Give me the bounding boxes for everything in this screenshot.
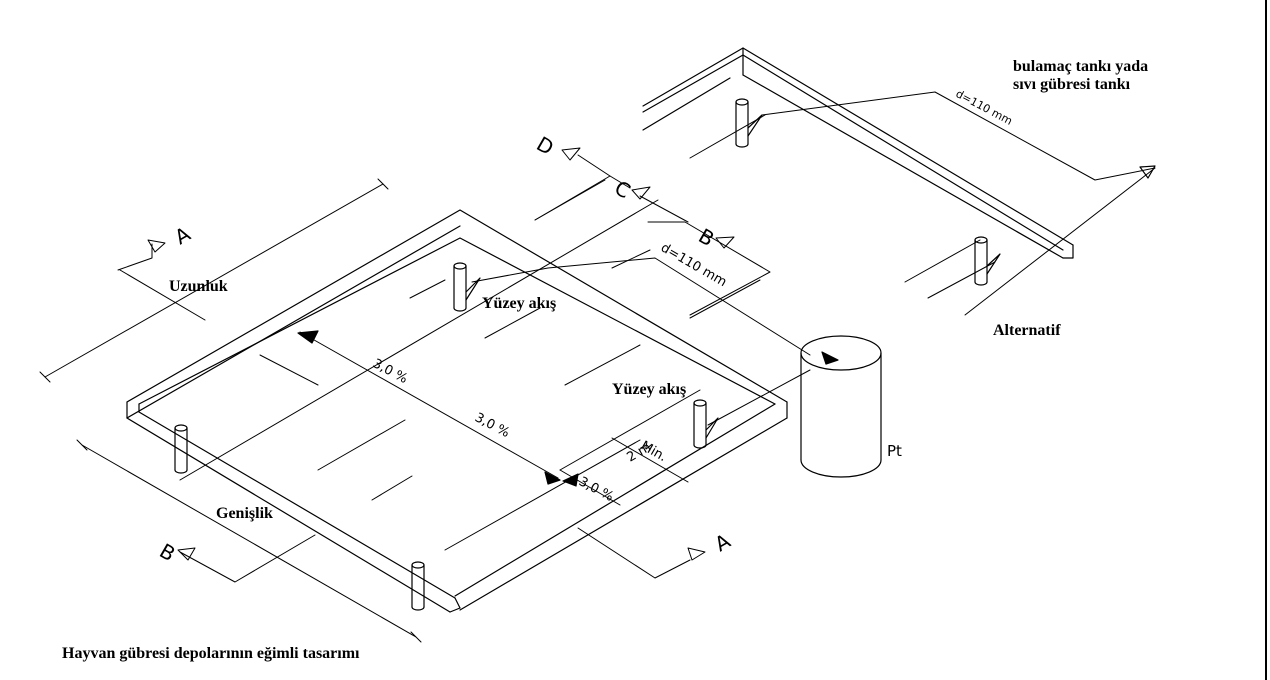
section-d-marker — [561, 147, 611, 177]
section-c-marker — [534, 175, 689, 223]
section-a-bottom-marker — [577, 527, 706, 579]
section-a-bottom-letter: A — [711, 529, 735, 557]
slope-arrow-top — [297, 330, 319, 344]
slope-arrow-mid — [544, 471, 561, 485]
section-c-letter: C — [611, 176, 635, 204]
tank-title-line2: sıvı gübresi tankı — [1013, 76, 1131, 94]
main-slab-walls — [126, 209, 788, 613]
section-d-letter: D — [533, 132, 558, 160]
alternative-drain-top — [735, 98, 763, 148]
main-pipe-line — [471, 257, 811, 426]
surface-flow-label-1: Yüzey akış — [482, 295, 557, 312]
section-b-right-marker — [647, 221, 771, 316]
pit-arrow — [821, 351, 839, 365]
pit-label: Pt — [887, 442, 902, 460]
dimension-width — [76, 439, 422, 643]
width-label: Genişlik — [216, 505, 273, 522]
section-b-right-letter: B — [695, 224, 719, 252]
alternative-hatch — [689, 114, 1156, 316]
section-a-top-marker — [117, 239, 166, 271]
frame-border — [1265, 0, 1267, 680]
figure-caption: Hayvan gübresi depolarının eğimli tasarı… — [62, 645, 360, 662]
section-a-top-letter: A — [171, 222, 195, 250]
alternative-arrow — [1139, 165, 1156, 179]
tank-title-line1: bulamaç tankı yada — [1013, 58, 1149, 75]
drain-post-bottom — [411, 561, 425, 611]
slope-label-1: 3,0 % — [370, 356, 410, 387]
drain-post-top — [453, 262, 481, 312]
slope-label-3: 3,0 % — [576, 474, 616, 505]
pipe-label-main: d=110 mm — [658, 240, 729, 290]
surface-flow-label-2: Yüzey akış — [612, 381, 687, 398]
drain-post-left — [174, 424, 188, 474]
slope-label-2: 3,0 % — [472, 410, 512, 441]
length-label: Uzunluk — [169, 278, 228, 295]
drain-post-right — [693, 399, 719, 449]
section-b-left-letter: B — [156, 539, 180, 567]
alternative-drain-bottom — [974, 236, 1001, 286]
alternative-pipe-line — [761, 91, 1156, 181]
alternative-slab — [642, 47, 1074, 259]
pit-cylinder — [800, 335, 882, 478]
dimension-min — [559, 437, 689, 506]
dimension-length — [39, 178, 389, 383]
slope-lines — [179, 179, 761, 551]
alternative-label: Alternatif — [993, 322, 1061, 339]
tank-title: bulamaç tankı yada sıvı gübresi tankı — [1013, 58, 1148, 95]
section-b-left-marker — [177, 534, 316, 583]
